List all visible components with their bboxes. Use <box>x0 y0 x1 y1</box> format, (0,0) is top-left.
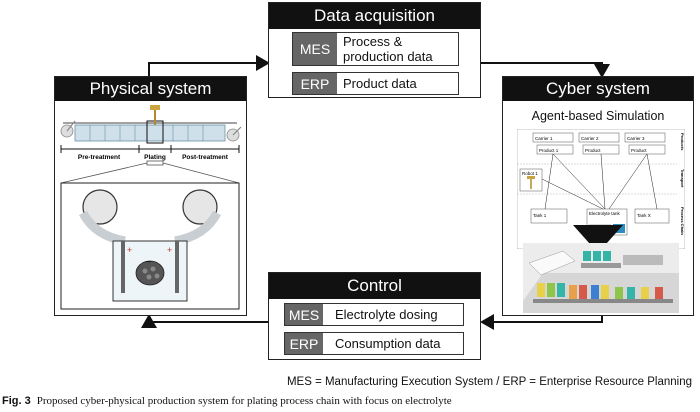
acquisition-row-mes: MES Process & production data <box>292 32 459 66</box>
carrier-1-label: Carrier 1 <box>535 136 553 141</box>
product-data-label: Product data <box>343 76 417 91</box>
carrier-3-label: Carrier 3 <box>627 136 645 141</box>
product-3-label: Product <box>631 148 647 153</box>
physical-system-title: Physical system <box>55 77 246 101</box>
plating-line-illustration: Pre-treatment Plating Post-treatment + +… <box>60 105 242 310</box>
svg-text:+: + <box>127 245 132 255</box>
anode-roller-left <box>82 189 118 225</box>
tank-x-label: Tank X <box>637 213 651 218</box>
down-arrow-icon <box>573 225 623 253</box>
stage-posttreatment-label: Post-treatment <box>182 154 229 161</box>
product-1-label: Product 1 <box>539 148 559 153</box>
cyber-system-panel: Cyber system Agent-based Simulation Carr… <box>502 76 694 316</box>
side-label-transport: Transport <box>680 169 685 188</box>
electrolyte-tank-label: Electrolyte tank <box>589 211 621 216</box>
data-acquisition-panel: Data acquisition MES Process & productio… <box>268 2 481 98</box>
caption-text: Proposed cyber-physical production syste… <box>36 395 452 407</box>
mes-tag: MES <box>293 33 337 65</box>
control-panel: Control MES Electrolyte dosing ERP Consu… <box>268 272 481 360</box>
abbreviation-legend: MES = Manufacturing Execution System / E… <box>286 376 692 388</box>
physical-system-panel: Physical system Pre-treatment Plating Po… <box>54 76 247 316</box>
robot-label: Robot 1 <box>522 171 538 176</box>
control-title: Control <box>269 273 480 299</box>
electrode-left <box>121 241 125 293</box>
erp-tag: ERP <box>285 333 323 354</box>
erp-tag: ERP <box>293 73 337 94</box>
electrode-right <box>175 241 179 293</box>
stage-plating-label: Plating <box>144 154 166 161</box>
arrow-cyber-to-control <box>480 314 603 330</box>
carrier-2-label: Carrier 2 <box>581 136 599 141</box>
product-2-label: Product <box>585 148 601 153</box>
control-row-mes: MES Electrolyte dosing <box>284 303 464 326</box>
data-acquisition-title: Data acquisition <box>269 3 480 29</box>
arrow-control-to-physical <box>141 314 268 328</box>
workpiece-basket <box>135 260 165 286</box>
figure-caption: Fig. 3 Proposed cyber-physical production… <box>2 395 452 407</box>
svg-text:+: + <box>167 245 172 255</box>
acquisition-row-erp: ERP Product data <box>292 72 459 95</box>
electrolyte-dosing-label: Electrolyte dosing <box>335 307 438 322</box>
arrow-acquisition-to-cyber <box>481 62 610 78</box>
control-row-erp: ERP Consumption data <box>284 332 464 355</box>
svg-text:–: – <box>146 256 151 266</box>
stage-pretreatment-label: Pre-treatment <box>78 154 121 161</box>
arrow-physical-to-acquisition <box>148 55 270 76</box>
process-production-data-label: Process & production data <box>343 34 433 64</box>
anode-roller-right <box>182 189 218 225</box>
tank-1-label: Tank 1 <box>533 213 547 218</box>
figure-number: Fig. 3 <box>2 395 31 407</box>
simulation-subtitle: Agent-based Simulation <box>531 109 665 123</box>
side-label-products: Products <box>680 133 685 151</box>
mes-tag: MES <box>285 304 323 325</box>
side-label-process-chain: Process Chain <box>680 207 685 235</box>
simulation-3d-view <box>523 243 679 313</box>
consumption-data-label: Consumption data <box>335 336 441 351</box>
cyber-system-title: Cyber system <box>503 77 693 101</box>
